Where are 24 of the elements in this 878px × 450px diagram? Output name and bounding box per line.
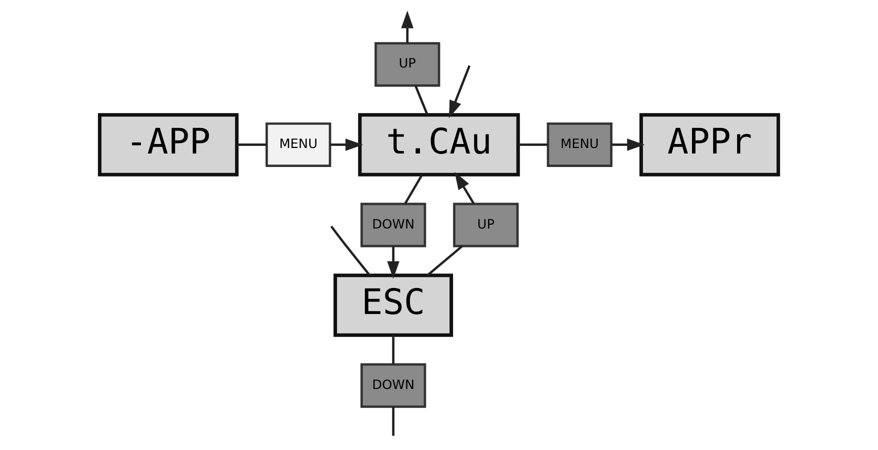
node-box: DOWN <box>360 202 426 248</box>
node-box: MENU <box>546 122 612 167</box>
arrow <box>387 246 400 279</box>
arrow <box>448 65 471 118</box>
node-box: MENU <box>266 122 332 167</box>
connector <box>392 406 394 436</box>
arrow <box>612 138 645 151</box>
connector <box>426 245 463 276</box>
arrow <box>330 138 364 151</box>
node-box: UP <box>374 42 440 87</box>
connector <box>414 85 428 116</box>
connector <box>404 174 423 204</box>
connector <box>330 226 371 276</box>
connector <box>236 144 267 146</box>
node-box: ESC <box>334 274 454 337</box>
arrow <box>401 10 414 44</box>
connector <box>392 335 394 364</box>
node-box: APPr <box>639 113 780 176</box>
node-box: DOWN <box>360 363 426 408</box>
node-box: UP <box>453 202 519 248</box>
arrow <box>454 172 475 204</box>
node-box: t.CAu <box>358 113 520 176</box>
node-box: -APP <box>98 113 239 176</box>
connector <box>518 144 548 146</box>
